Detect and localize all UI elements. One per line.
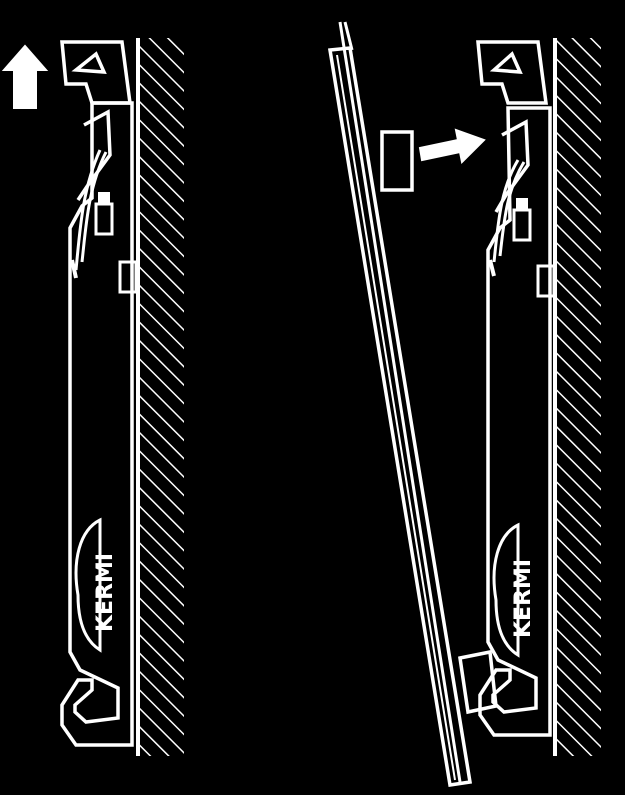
right-lock-screw	[512, 208, 532, 242]
radiator-upper-lug	[380, 130, 414, 192]
right-bracket	[478, 106, 552, 737]
right-logo-badge: KERMI	[492, 522, 536, 658]
left-figure: KERMI	[1, 38, 184, 756]
left-wall	[138, 38, 184, 756]
left-hook-slot	[71, 51, 107, 74]
right-upper-hook	[476, 40, 548, 105]
radiator-panel	[327, 21, 473, 787]
right-lock-screw-head	[516, 198, 528, 210]
right-figure: KERMI	[327, 21, 601, 787]
left-latch-spring	[74, 149, 108, 271]
right-wall-stud	[536, 264, 556, 298]
right-wall	[555, 38, 601, 756]
left-spring-tip	[70, 259, 78, 279]
left-bracket	[60, 101, 134, 747]
left-logo-badge: KERMI	[74, 517, 118, 653]
right-latch-spring	[492, 159, 526, 263]
right-logo: KERMI	[511, 559, 536, 638]
left-lock-screw-head	[98, 192, 110, 204]
right-spring-tip	[488, 259, 496, 277]
up-arrow-icon	[1, 44, 49, 109]
left-logo: KERMI	[93, 553, 118, 632]
right-arrow-icon	[418, 128, 486, 165]
radiator-lower-lug	[458, 649, 498, 715]
right-hook-slot	[489, 51, 523, 74]
left-lock-screw	[94, 202, 114, 236]
left-wall-stud	[118, 260, 138, 294]
left-latch-lever	[76, 109, 112, 201]
